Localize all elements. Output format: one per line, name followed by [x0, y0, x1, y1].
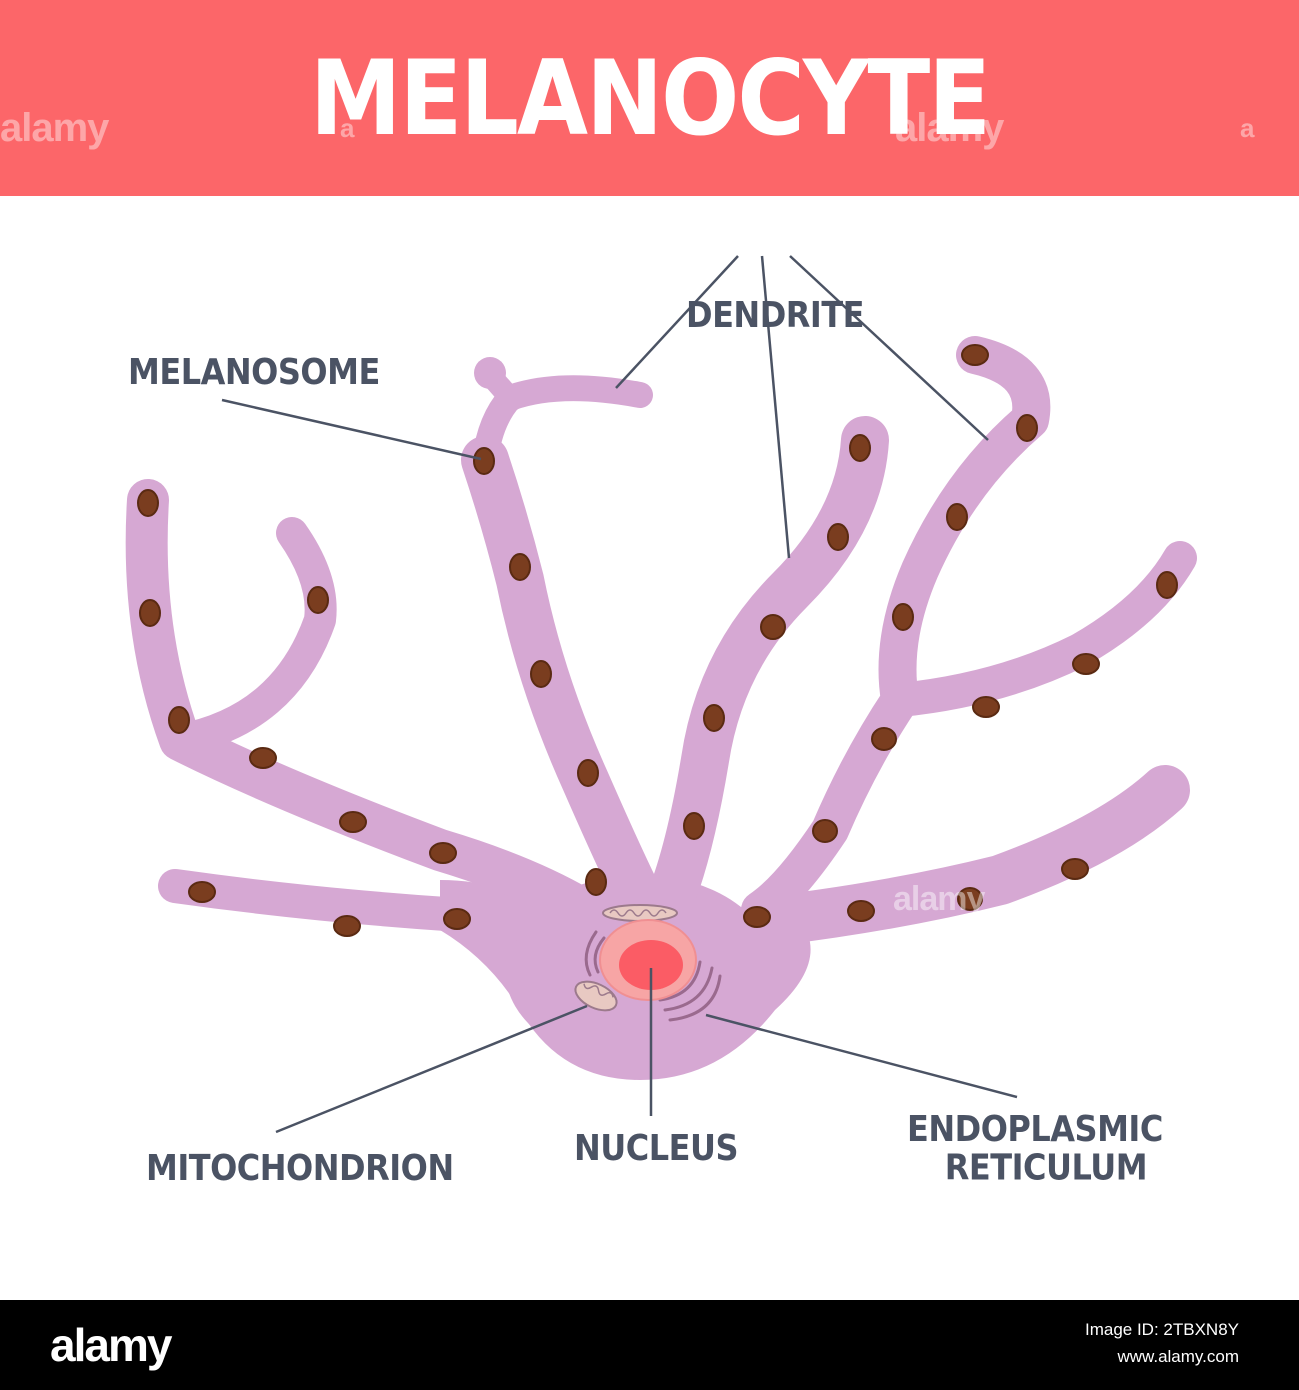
image-id-text: Image ID: 2TBXN8Y — [1084, 1320, 1239, 1339]
page-title: MELANOCYTE — [309, 39, 991, 159]
alamy-logo: alamy — [50, 1319, 172, 1371]
label-endoplasmic-line2: RETICULUM — [944, 1145, 1148, 1188]
label-endoplasmic-reticulum: ENDOPLASMIC RETICULUM — [907, 1110, 1163, 1186]
label-mitochondrion: MITOCHONDRION — [146, 1146, 454, 1189]
endoplasmic-reticulum — [584, 930, 722, 1022]
label-melanosome: MELANOSOME — [128, 350, 380, 393]
melanocyte-diagram — [125, 255, 1197, 1134]
watermark-left: alamy — [0, 106, 109, 150]
nucleus — [619, 940, 683, 990]
organelles — [574, 904, 722, 1022]
label-nucleus: NUCLEUS — [574, 1126, 739, 1169]
watermark-mark-right: a — [1240, 113, 1255, 143]
title-banner: alamy a alamy a MELANOCYTE — [0, 0, 1299, 196]
dendrite-leader-2 — [760, 255, 791, 559]
melanosomes — [137, 344, 1178, 937]
watermark-center: alamy — [893, 880, 985, 918]
mitochondrion-leader — [275, 1004, 588, 1134]
melanosome-leader — [221, 398, 482, 461]
footer-bar: alamy Image ID: 2TBXN8Y www.alamy.com — [0, 1300, 1299, 1390]
watermark-right: alamy — [895, 106, 1004, 150]
leader-lines — [221, 255, 1018, 1134]
dendrite-leader-3 — [789, 255, 989, 441]
label-dendrite: DENDRITE — [686, 293, 865, 336]
mitochondrion-top — [602, 904, 678, 922]
label-endoplasmic-line1: ENDOPLASMIC — [907, 1107, 1163, 1150]
endoplasmic-leader — [705, 1013, 1018, 1099]
mitochondrion-left — [574, 980, 618, 1012]
dendrite-leader-1 — [615, 255, 739, 389]
website-text: www.alamy.com — [1117, 1347, 1239, 1366]
watermark-mark-left: a — [340, 113, 355, 143]
